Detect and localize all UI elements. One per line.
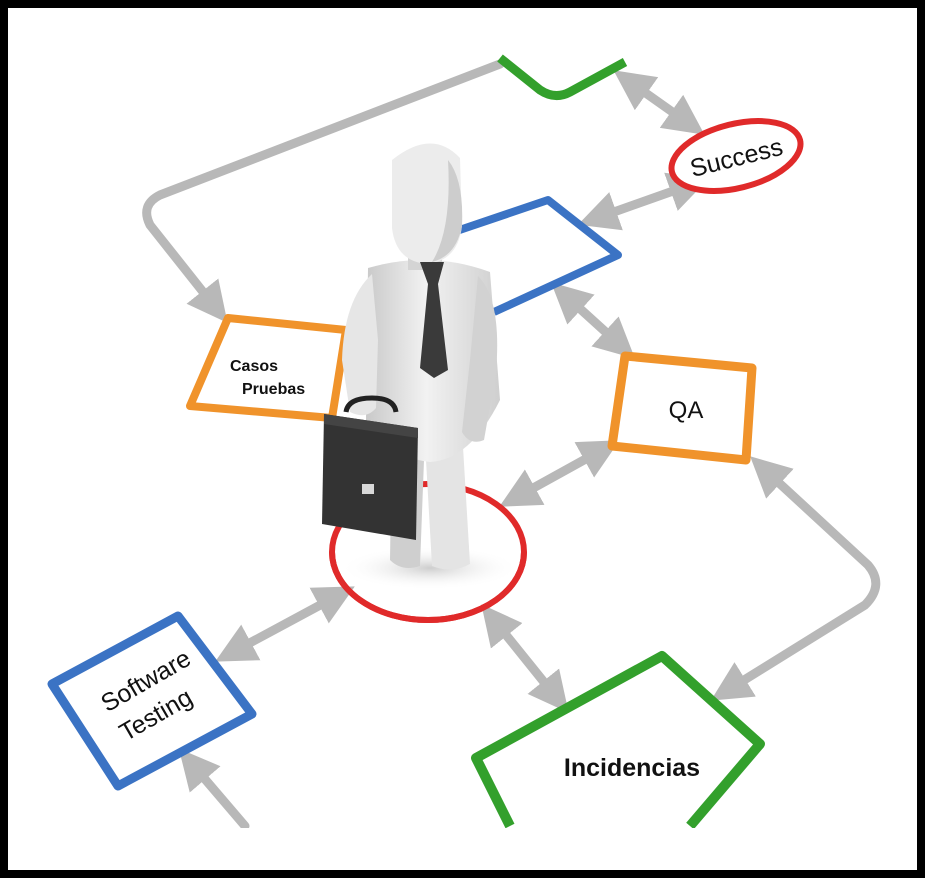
- figure-shadow: [340, 546, 520, 590]
- top-green-box: [497, 54, 628, 100]
- arrow-qa-to-incidencias: [710, 456, 881, 701]
- arrow-success-to-blue: [577, 172, 710, 231]
- node-success: Success: [668, 118, 804, 194]
- node-qa: QA: [607, 351, 757, 465]
- arrow-qa-to-center: [499, 440, 620, 507]
- incidencias-label: Incidencias: [564, 754, 700, 782]
- center-ring-front: [329, 551, 527, 623]
- node-incidencias: Incidencias: [471, 651, 765, 830]
- arrow-top-to-casos: [142, 59, 505, 323]
- connector-arrows: [142, 59, 881, 831]
- casos-label-line2: Pruebas: [242, 381, 305, 398]
- arrow-bottom-to-software: [178, 748, 250, 831]
- qa-label: QA: [669, 397, 704, 424]
- node-software-testing: Software Testing: [47, 611, 257, 791]
- blue-box: [428, 196, 622, 316]
- node-casos-pruebas: Casos Pruebas: [186, 314, 350, 422]
- casos-label-line1: Casos: [230, 358, 278, 375]
- arrow-top-to-success: [613, 70, 705, 135]
- briefcase-icon: [322, 395, 418, 540]
- arrow-blue-to-qa: [551, 282, 635, 359]
- arrow-center-to-incidencias: [481, 604, 569, 713]
- arrow-center-to-software: [215, 586, 355, 662]
